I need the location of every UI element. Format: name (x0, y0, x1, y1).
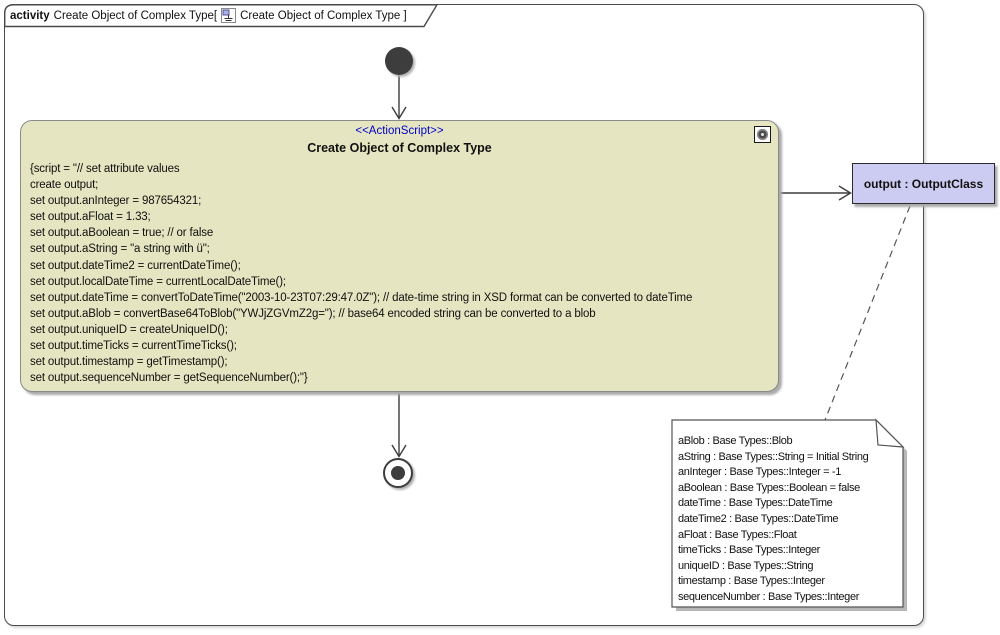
output-object-label: output : OutputClass (863, 176, 984, 191)
final-node-dot (391, 466, 405, 480)
note-line: anInteger : Base Types::Integer = -1 (678, 466, 842, 479)
action-stereotype: <<ActionScript>> (355, 125, 444, 137)
script-line: set output.timestamp = getTimestamp(); (30, 356, 228, 369)
action-title: Create Object of Complex Type (307, 141, 492, 155)
note-anchor-line[interactable] (824, 205, 911, 421)
script-line: set output.aString = "a string with ü"; (30, 243, 210, 256)
note-line: sequenceNumber : Base Types::Integer (678, 590, 860, 603)
note-line: timeTicks : Base Types::Integer (678, 544, 820, 557)
activity-diagram-icon (221, 8, 237, 23)
initial-node[interactable] (385, 47, 413, 75)
gear-icon (754, 126, 771, 143)
script-line: set output.dateTime2 = currentDateTime()… (30, 259, 241, 272)
activity-frame (4, 4, 924, 626)
frame-kind-label: activity (10, 9, 50, 22)
script-line: create output; (30, 179, 99, 192)
frame-title-part2: Create Object of Complex Type ] (240, 9, 407, 22)
script-line: set output.aFloat = 1.33; (30, 211, 151, 224)
script-line: set output.dateTime = convertToDateTime(… (30, 291, 693, 304)
script-line: set output.aBoolean = true; // or false (30, 227, 214, 240)
note-line: aBlob : Base Types::Blob (678, 435, 793, 447)
note-line: dateTime2 : Base Types::DateTime (678, 512, 839, 525)
frame-header: activity Create Object of Complex Type[ … (10, 7, 407, 24)
note-line: aBoolean : Base Types::Boolean = false (678, 481, 860, 494)
note-line: dateTime : Base Types::DateTime (678, 497, 833, 510)
script-line: set output.timeTicks = currentTimeTicks(… (30, 340, 237, 353)
script-line: set output.sequenceNumber = getSequenceN… (30, 372, 308, 385)
script-line: set output.localDateTime = currentLocalD… (30, 275, 286, 288)
edge-action-to-final[interactable] (391, 391, 407, 458)
action-script-body: {script = "// set attribute values create… (30, 161, 774, 386)
script-line: set output.anInteger = 987654321; (30, 195, 202, 208)
note-shape[interactable] (671, 418, 907, 611)
note-line: uniqueID : Base Types::String (678, 559, 814, 572)
note-line: aFloat : Base Types::Float (678, 528, 797, 541)
script-line: set output.aBlob = convertBase64ToBlob("… (30, 307, 596, 320)
note-line: aString : Base Types::String = Initial S… (678, 450, 869, 463)
frame-title-part1: Create Object of Complex Type[ (53, 9, 218, 22)
script-line: {script = "// set attribute values (30, 163, 180, 175)
note-fold-corner (875, 418, 905, 448)
note-line: timestamp : Base Types::Integer (678, 575, 825, 588)
action-node[interactable]: <<ActionScript>> Create Object of Comple… (20, 120, 779, 392)
edge-action-to-output[interactable] (778, 185, 852, 201)
script-line: set output.uniqueID = createUniqueID(); (30, 323, 228, 336)
output-object-node[interactable]: output : OutputClass (852, 163, 995, 204)
activity-final-node[interactable] (383, 458, 413, 488)
edge-initial-to-action[interactable] (391, 75, 407, 120)
frame-header-shape (4, 4, 439, 28)
